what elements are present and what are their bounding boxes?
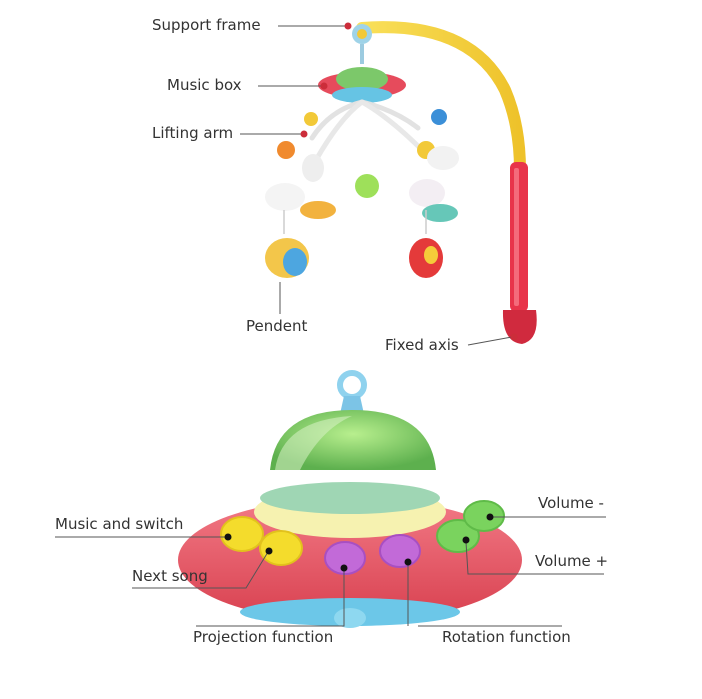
label-next-song: Next song [132,567,208,585]
support-frame-icon [356,21,528,312]
pendent-icon [265,109,459,278]
label-music-box: Music box [167,76,242,94]
music-box-icon [318,24,406,103]
ufo-music-box-icon [178,370,522,628]
label-fixed-axis: Fixed axis [385,336,459,354]
leader-lines [55,22,606,627]
fixed-axis-icon [502,310,537,344]
label-support-frame: Support frame [152,16,261,34]
label-pendent: Pendent [246,317,308,335]
label-volume-plus: Volume + [535,552,609,570]
label-projection-function: Projection function [193,628,334,646]
label-volume-minus: Volume - [538,494,604,512]
label-music-and-switch: Music and switch [55,515,184,533]
label-rotation-function: Rotation function [442,628,571,646]
lifting-arm-icon [309,99,425,163]
label-lifting-arm: Lifting arm [152,124,234,142]
